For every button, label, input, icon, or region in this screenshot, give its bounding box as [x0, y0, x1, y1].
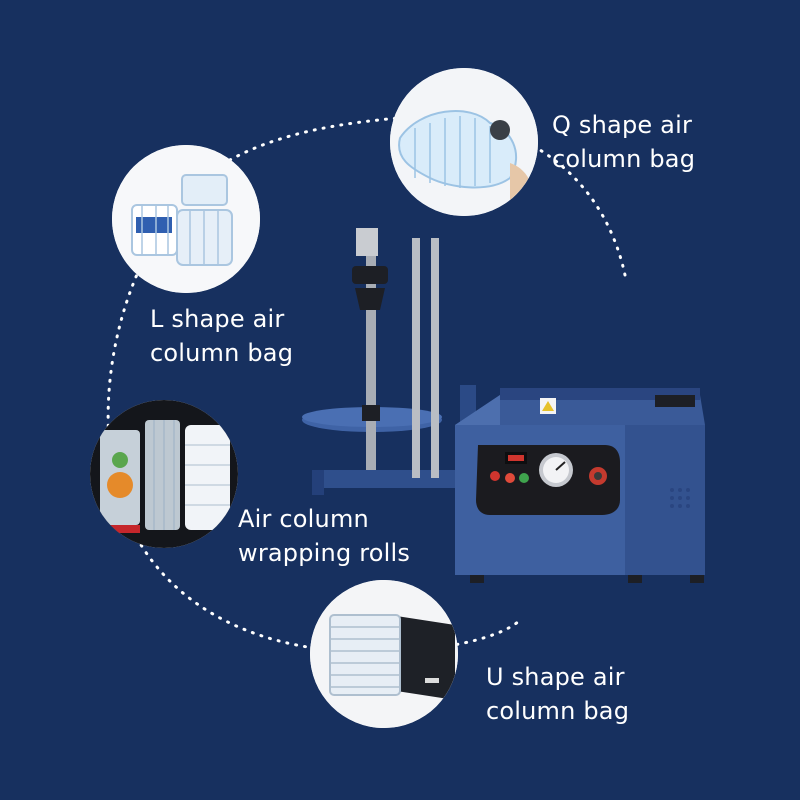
q-shape-label-line2: column bag: [552, 145, 696, 173]
u-shape-label-line1: U shape air: [486, 663, 625, 691]
q-shape-label: Q shape air column bag: [552, 108, 695, 176]
u-shape-label: U shape air column bag: [486, 660, 629, 728]
l-shape-label-line2: column bag: [150, 339, 294, 367]
l-shape-bag-photo: [112, 145, 260, 293]
wrapping-rolls-photo: [90, 400, 238, 548]
l-shape-label-line1: L shape air: [150, 305, 285, 333]
rolls-label-line1: Air column: [238, 505, 369, 533]
u-shape-bag-photo: [310, 580, 458, 728]
q-shape-label-line1: Q shape air: [552, 111, 693, 139]
rolls-label: Air column wrapping rolls: [238, 502, 410, 570]
rolls-label-line2: wrapping rolls: [238, 539, 411, 567]
air-column-machine: [302, 228, 705, 583]
q-shape-bag-photo: [390, 68, 538, 216]
l-shape-label: L shape air column bag: [150, 302, 293, 370]
u-shape-label-line2: column bag: [486, 697, 630, 725]
